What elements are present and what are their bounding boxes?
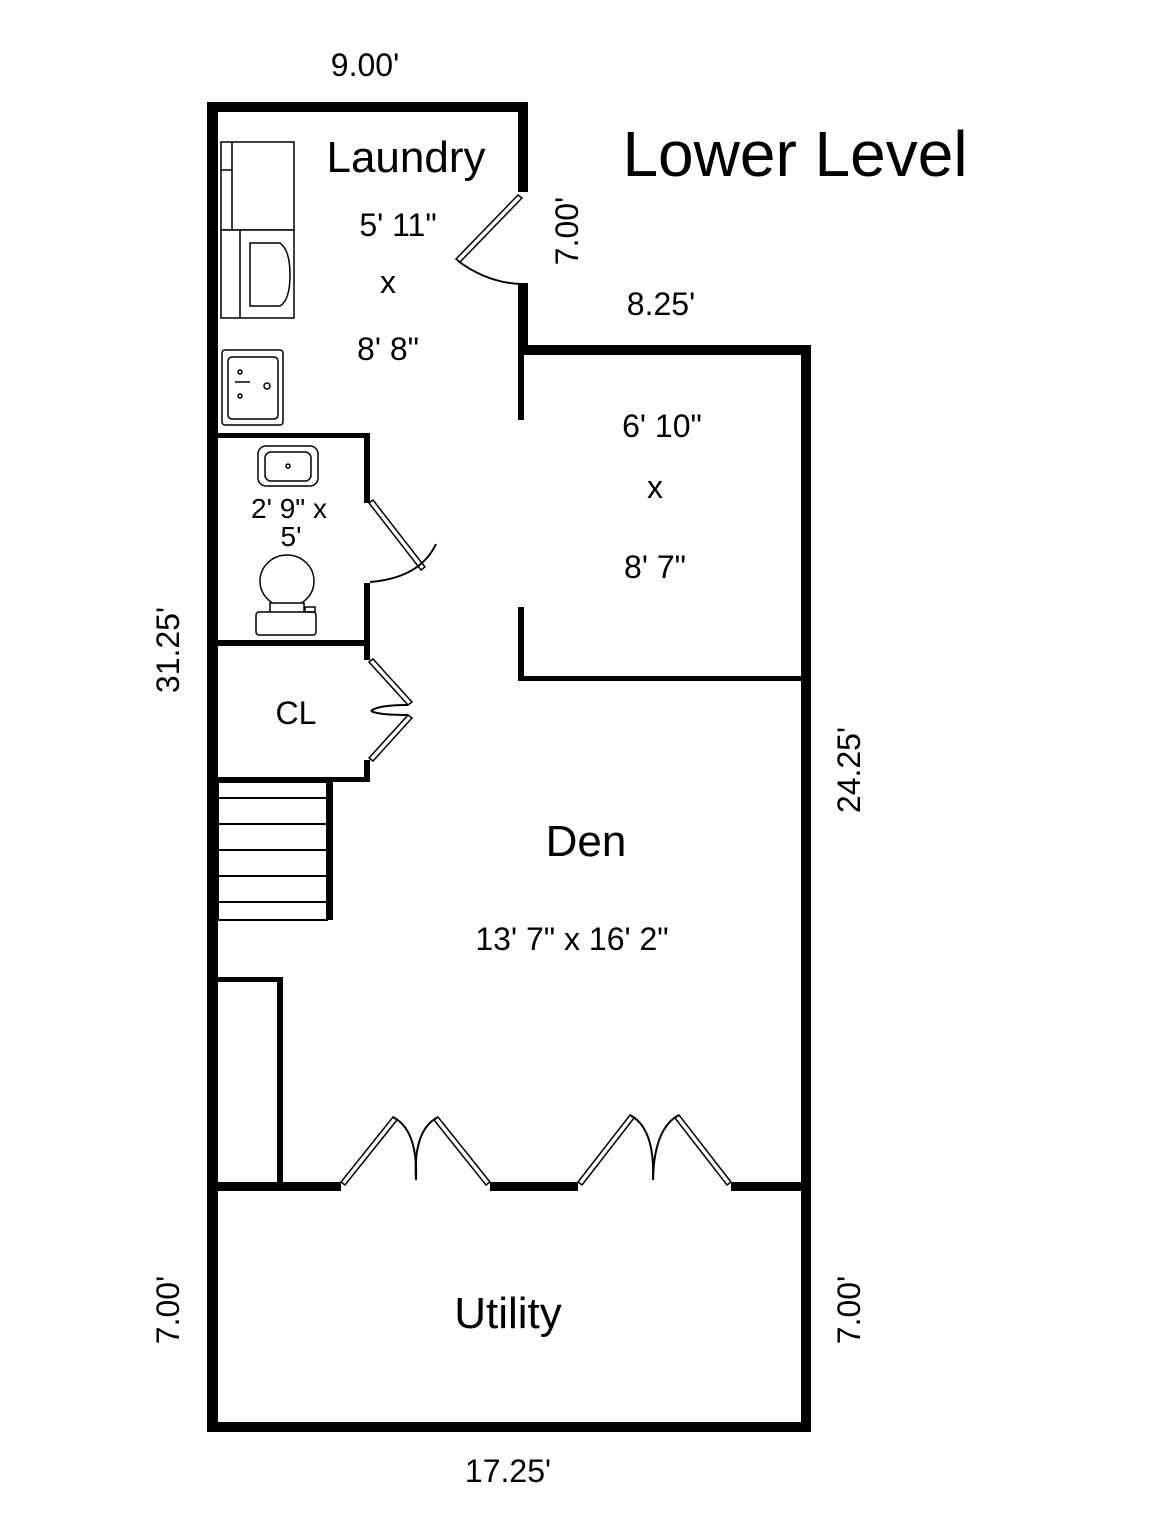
- wall-laundry-right-upper: [518, 102, 528, 192]
- room-right-size-x: x: [647, 469, 663, 505]
- bath-size-line2: 5': [281, 521, 302, 552]
- laundry-label: Laundry: [326, 133, 485, 182]
- wall-utility-top-2: [490, 1182, 578, 1191]
- dryer-icon: [220, 141, 295, 231]
- dim-utility-right: 7.00': [831, 1276, 867, 1344]
- walls: [207, 102, 811, 1432]
- dim-right-height: 24.25': [831, 727, 867, 813]
- dim-bottom-width: 17.25': [465, 1453, 551, 1489]
- wall-top-outer: [207, 102, 528, 112]
- wall-step-top: [518, 345, 811, 355]
- wall-room-left-upper: [518, 355, 524, 420]
- interior-walls: [218, 355, 806, 1183]
- room-right-size-line2: 8' 7": [624, 549, 686, 585]
- wall-bath-top: [218, 433, 370, 438]
- dimensions: 9.00' 7.00' 8.25' 31.25' 24.25' 7.00' 7.…: [150, 47, 867, 1489]
- stairs-icon: [217, 781, 328, 921]
- laundry-size-x: x: [380, 264, 396, 300]
- laundry-size-line1: 5' 11": [359, 207, 436, 243]
- plan-title: Lower Level: [622, 118, 967, 190]
- labels: Lower Level Laundry 5' 11" x 8' 8" 6' 10…: [251, 118, 968, 1338]
- wall-closet-right-upper: [364, 640, 370, 660]
- laundry-size-line2: 8' 8": [357, 331, 419, 367]
- fixtures: [217, 141, 328, 921]
- wall-nook-top: [218, 977, 282, 982]
- closet-label: CL: [276, 695, 317, 731]
- bath-size-line1: 2' 9" x: [251, 493, 327, 524]
- wall-bath-right-upper: [364, 433, 370, 503]
- dim-door-width: 7.00': [549, 197, 585, 265]
- wall-closet-top: [218, 640, 370, 646]
- wall-right-outer: [801, 345, 811, 1432]
- wall-bottom-outer: [207, 1422, 811, 1432]
- den-size: 13' 7" x 16' 2": [475, 921, 668, 957]
- dim-utility-left: 7.00': [150, 1276, 186, 1344]
- door-laundry: [454, 194, 524, 285]
- wall-room-left-lower: [518, 607, 524, 681]
- wall-utility-top-3: [731, 1182, 811, 1191]
- door-utility-left: [339, 1115, 492, 1187]
- wall-room-bottom: [518, 676, 806, 681]
- den-label: Den: [546, 817, 627, 866]
- laundry-sink-icon: [221, 349, 284, 426]
- wall-laundry-right-lower: [518, 283, 528, 355]
- wall-closet-bottom: [218, 777, 370, 782]
- doors: [339, 194, 733, 1187]
- wall-bath-right-lower: [364, 583, 370, 645]
- wall-nook-right: [277, 977, 283, 1183]
- wall-stair-right: [327, 782, 333, 920]
- wall-utility-top-1: [207, 1182, 341, 1191]
- dim-step-width: 8.25': [627, 286, 695, 322]
- washer-icon: [220, 229, 295, 319]
- wall-closet-right-lower: [364, 760, 370, 782]
- bath-sink-icon: [257, 445, 319, 487]
- dim-left-height: 31.25': [150, 607, 186, 693]
- room-right-size-line1: 6' 10": [622, 408, 702, 444]
- door-utility-right: [576, 1113, 733, 1187]
- utility-label: Utility: [454, 1289, 562, 1338]
- toilet-icon: [255, 554, 317, 636]
- wall-left-outer: [207, 102, 218, 1432]
- door-bath: [367, 498, 437, 583]
- dim-top-width: 9.00': [331, 47, 399, 83]
- door-closet: [367, 657, 414, 763]
